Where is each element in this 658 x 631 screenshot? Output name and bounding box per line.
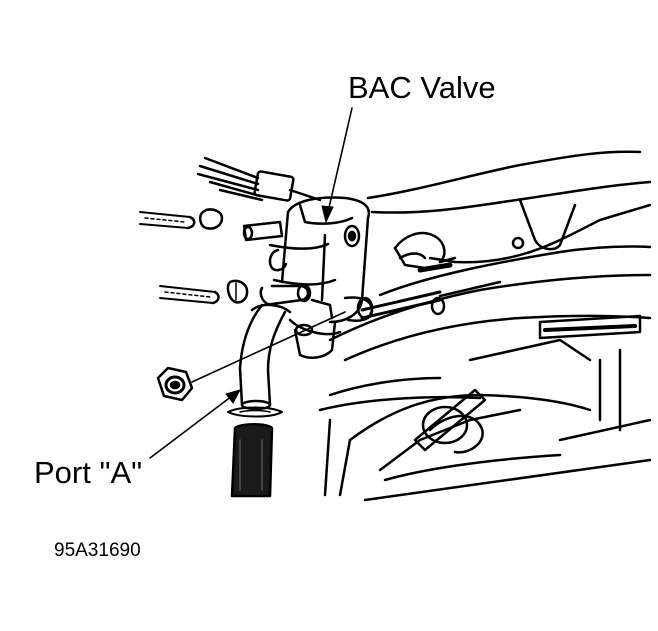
nut-leader-line — [191, 311, 346, 383]
bac-valve-arrow — [321, 107, 353, 223]
port-a-arrow — [149, 389, 241, 459]
mounting-nut — [156, 366, 194, 402]
bac-valve-label: BAC Valve — [348, 70, 496, 105]
washer — [227, 406, 283, 418]
engine-background — [318, 150, 652, 502]
bac-valve-body — [242, 196, 374, 359]
port-a-label: Port "A" — [34, 455, 143, 490]
throttle-cable — [360, 231, 502, 320]
figure-id: 95A31690 — [54, 540, 141, 561]
vacuum-hoses — [139, 208, 249, 305]
wiring-harness — [196, 156, 322, 202]
lower-hose — [230, 423, 274, 498]
